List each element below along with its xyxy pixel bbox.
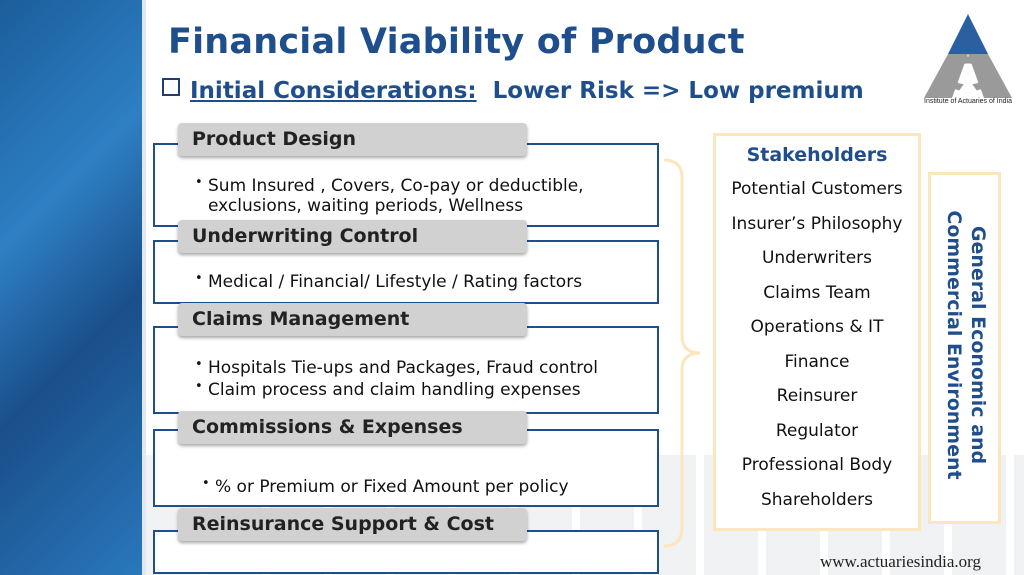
stakeholder-item: Insurer’s Philosophy xyxy=(731,213,903,234)
environment-line-1: General Economic and xyxy=(967,225,989,465)
section-bullets-commissions-expenses: % or Premium or Fixed Amount per policy xyxy=(202,474,622,497)
stakeholder-item: Claims Team xyxy=(763,282,871,303)
section-bullets-product-design: Sum Insured , Covers, Co-pay or deductib… xyxy=(195,173,615,216)
bullet-item: % or Premium or Fixed Amount per policy xyxy=(202,474,622,497)
bullet-item: Hospitals Tie-ups and Packages, Fraud co… xyxy=(195,358,605,378)
blue-side-panel xyxy=(0,0,146,575)
section-header-claims-management: Claims Management xyxy=(178,303,527,336)
section-header-reinsurance: Reinsurance Support & Cost xyxy=(178,508,527,541)
slide-subtitle: Initial Considerations: Lower Risk => Lo… xyxy=(162,78,864,104)
stakeholder-item: Reinsurer xyxy=(776,386,858,406)
subtitle-text: Lower Risk => Low premium xyxy=(476,78,864,104)
right-brace-icon xyxy=(663,158,701,548)
stakeholder-item: Operations & IT xyxy=(750,317,884,337)
stakeholders-panel: Stakeholders Potential Customers Insurer… xyxy=(713,133,921,531)
stakeholder-item: Underwriters xyxy=(761,248,873,268)
stakeholder-item: Finance xyxy=(784,351,850,372)
section-header-commissions-expenses: Commissions & Expenses xyxy=(178,411,527,444)
environment-line-2: Commercial Environment xyxy=(943,210,965,480)
bullet-item: Medical / Financial/ Lifestyle / Rating … xyxy=(195,269,635,292)
section-header-underwriting-control: Underwriting Control xyxy=(178,220,527,253)
logo-caption: Institute of Actuaries of India xyxy=(924,98,1012,105)
stakeholder-item: Shareholders xyxy=(760,489,874,510)
bullet-item: Claim process and claim handling expense… xyxy=(195,377,605,400)
stakeholders-title: Stakeholders xyxy=(746,144,888,166)
subtitle-label: Initial Considerations: xyxy=(190,78,477,104)
stakeholder-item: Professional Body xyxy=(741,455,893,475)
footer-url: www.actuariesindia.org xyxy=(820,552,981,571)
environment-label: General Economic and Commercial Environm… xyxy=(942,175,990,515)
actuaries-logo-icon xyxy=(924,14,1012,98)
section-bullets-underwriting-control: Medical / Financial/ Lifestyle / Rating … xyxy=(195,269,635,292)
section-header-product-design: Product Design xyxy=(178,123,527,156)
checkbox-bullet-icon xyxy=(162,78,180,96)
bullet-item: Sum Insured , Covers, Co-pay or deductib… xyxy=(195,173,615,216)
slide-title: Financial Viability of Product xyxy=(168,22,745,62)
environment-panel xyxy=(928,172,1001,524)
stakeholder-item: Potential Customers xyxy=(731,179,903,199)
stakeholder-item: Regulator xyxy=(775,420,859,441)
section-bullets-claims-management: Hospitals Tie-ups and Packages, Fraud co… xyxy=(195,358,605,413)
